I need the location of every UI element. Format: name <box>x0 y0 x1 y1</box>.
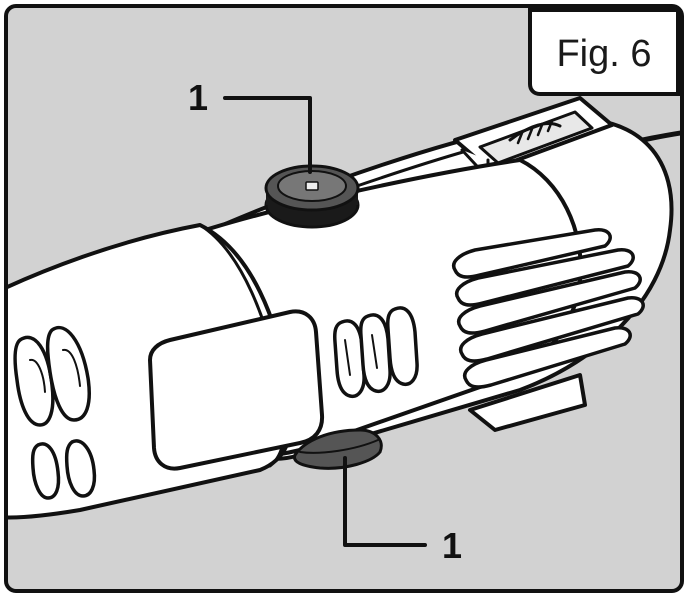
front-vents <box>13 326 97 500</box>
figure-label-box: Fig. 6 <box>528 8 680 96</box>
middle-vents <box>333 306 419 399</box>
rear-vents <box>452 228 645 389</box>
label-recess <box>148 309 325 471</box>
top-spindle-lock-button <box>264 164 360 229</box>
frame-border <box>4 4 684 593</box>
bottom-spindle-lock-button <box>293 428 383 470</box>
bottom-callout-number: 1 <box>442 525 462 566</box>
figure-label: Fig. 6 <box>556 33 651 75</box>
underside-mount <box>468 373 587 432</box>
top-callout-number: 1 <box>188 77 208 118</box>
bottom-callout-leader <box>343 456 427 547</box>
top-callout-leader <box>223 96 312 174</box>
speed-switch <box>453 96 614 180</box>
